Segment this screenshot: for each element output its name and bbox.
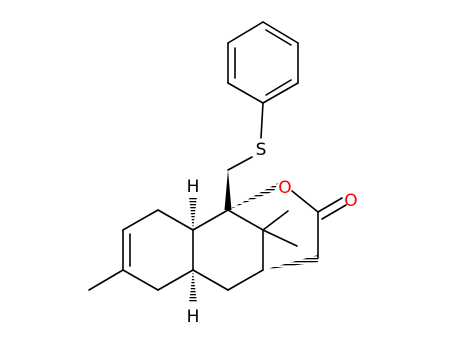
hash-bond-h-top [189, 197, 197, 230]
hash-bond-c1-o [228, 183, 278, 210]
ring-oxygen-label: O [278, 178, 291, 198]
hash-bond-h-bottom [189, 270, 197, 303]
ring-skeleton [88, 190, 347, 291]
wedge-bond-ch2 [224, 170, 232, 210]
phenyl-ring [227, 21, 299, 104]
carbonyl-oxygen-label: O [344, 191, 357, 211]
hash-bond-bridge [263, 255, 318, 270]
hydrogen-top-label: H [187, 177, 200, 197]
sulfur-atom-label: S [256, 140, 267, 160]
hydrogen-bottom-label: H [187, 307, 200, 327]
thioether-linker [227, 102, 264, 171]
